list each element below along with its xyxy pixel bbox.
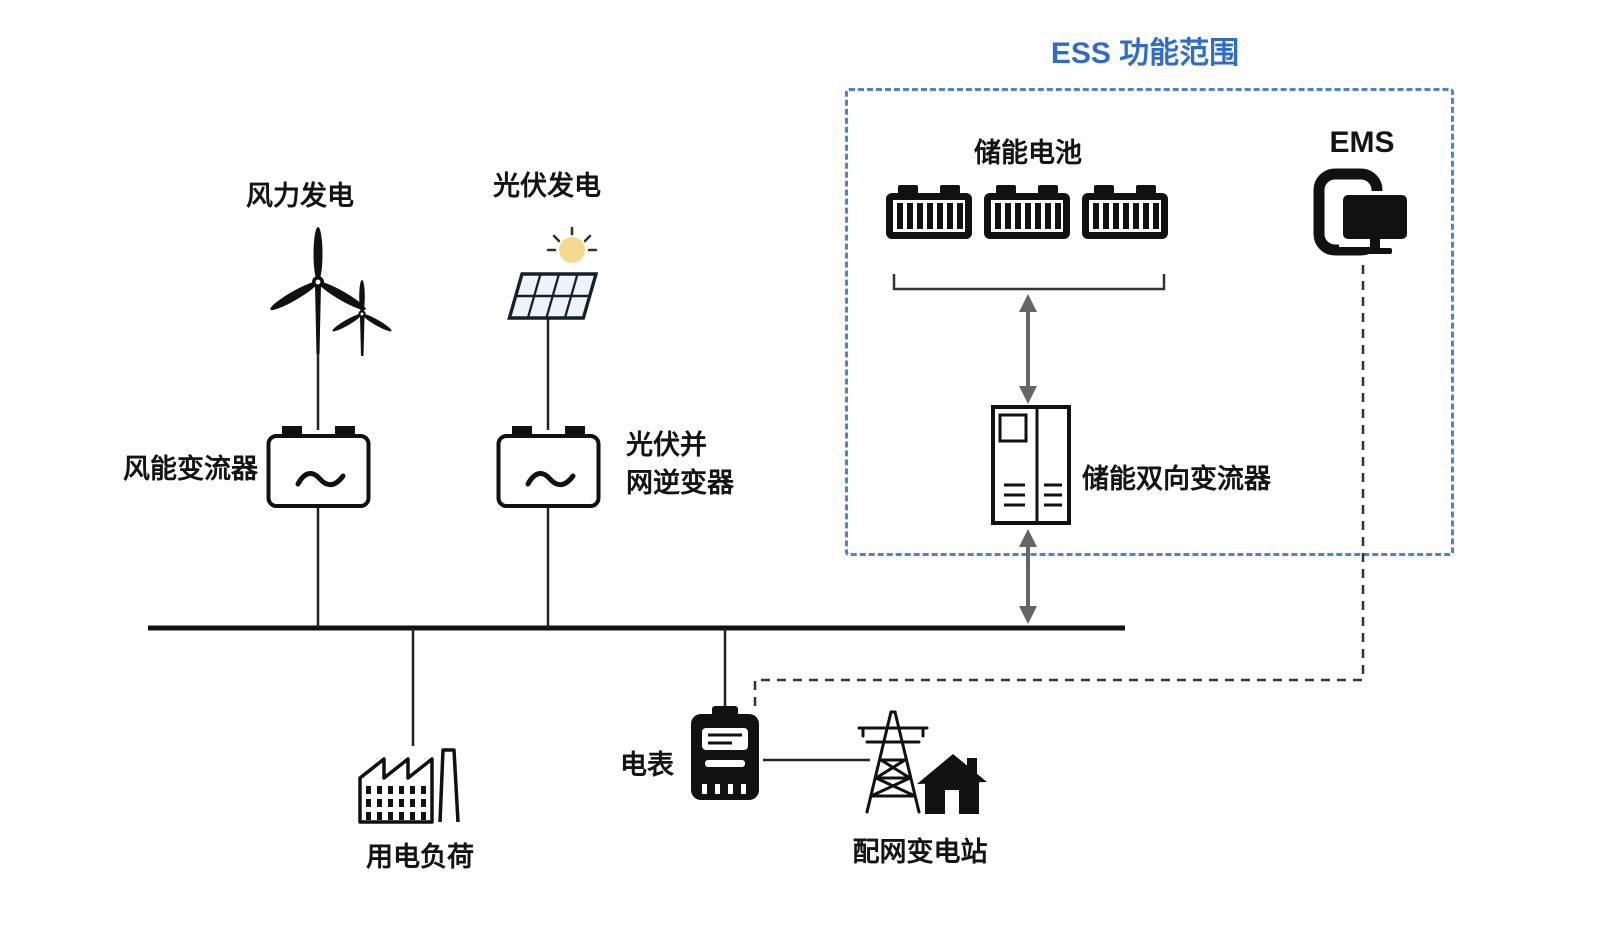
- ess-scope-title: ESS 功能范围: [1050, 37, 1240, 70]
- load-label: 用电负荷: [366, 842, 474, 872]
- wind-converter-icon: [266, 426, 371, 508]
- ems-monitor-icon: [1313, 168, 1411, 256]
- battery-icon: [1082, 185, 1168, 239]
- wind-turbine-icon: [270, 227, 392, 356]
- wind-gen-label: 风力发电: [246, 181, 354, 211]
- factory-icon: [358, 748, 460, 824]
- bidirectional-converter-label: 储能双向变流器: [1082, 464, 1271, 494]
- battery-icon: [984, 185, 1070, 239]
- substation-label: 配网变电站: [852, 837, 988, 867]
- pv-inverter-icon: [496, 426, 601, 508]
- meter-label: 电表: [620, 750, 674, 780]
- pv-inverter-label: 光伏并 网逆变器: [626, 430, 734, 498]
- arrow-battery-cabinet: [1019, 294, 1037, 404]
- solar-panel-icon: [507, 226, 599, 320]
- ems-label: EMS: [1329, 126, 1395, 159]
- house-icon: [917, 754, 987, 814]
- battery-bracket: [892, 274, 1166, 291]
- ess-scope-box: [845, 88, 1454, 556]
- power-meter-icon: [691, 706, 759, 800]
- transmission-tower-icon: [857, 710, 929, 814]
- arrow-cabinet-bus: [1019, 529, 1037, 624]
- pv-gen-label: 光伏发电: [493, 171, 601, 201]
- battery-bank-icon: [886, 185, 1168, 239]
- converter-cabinet-icon: [991, 405, 1071, 525]
- wind-converter-label: 风能变流器: [123, 454, 258, 484]
- sun-icon: [546, 226, 598, 263]
- substation-icon: [857, 710, 987, 814]
- storage-battery-label: 储能电池: [974, 138, 1082, 168]
- battery-icon: [886, 185, 972, 239]
